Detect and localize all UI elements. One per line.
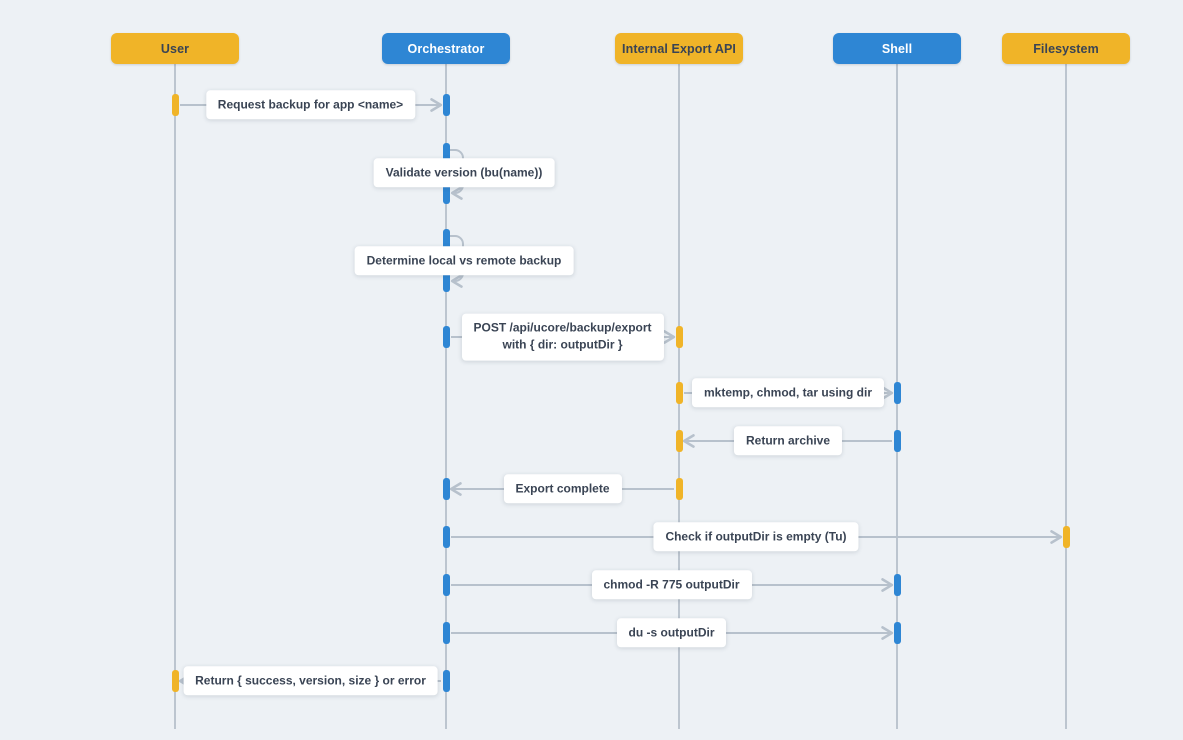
message-label: Request backup for app <name>	[205, 90, 416, 120]
message-label: Validate version (bu(name))	[373, 158, 555, 188]
message-label: chmod -R 775 outputDir	[591, 570, 752, 600]
activation-bar-orchestrator-end	[442, 182, 450, 204]
message-label: Export complete	[503, 474, 622, 504]
activation-bar-shell-dst	[893, 574, 901, 596]
actor-user: User	[111, 33, 239, 64]
activation-bar-orchestrator-start	[442, 229, 450, 251]
message-label: Determine local vs remote backup	[354, 246, 574, 276]
activation-bar-orchestrator-dst	[442, 478, 450, 500]
activation-bar-orchestrator-src	[442, 526, 450, 548]
message-label: du -s outputDir	[616, 618, 727, 648]
message-label: Return archive	[733, 426, 843, 456]
activation-bar-api-dst	[675, 430, 683, 452]
activation-bar-orchestrator-src	[442, 670, 450, 692]
actor-shell: Shell	[833, 33, 961, 64]
activation-bar-orchestrator-start	[442, 143, 450, 165]
activation-bar-shell-src	[893, 430, 901, 452]
message-label: Check if outputDir is empty (Tu)	[653, 522, 859, 552]
activation-bar-user-src	[171, 94, 179, 116]
actor-api: Internal Export API	[615, 33, 743, 64]
activation-bar-shell-dst	[893, 382, 901, 404]
activation-bar-api-src	[675, 382, 683, 404]
activation-bar-api-src	[675, 478, 683, 500]
message-label: Return { success, version, size } or err…	[183, 666, 438, 696]
message-label: mktemp, chmod, tar using dir	[691, 378, 885, 408]
message-label: POST /api/ucore/backup/export with { dir…	[461, 313, 664, 361]
activation-bar-user-dst	[171, 670, 179, 692]
activation-bar-orchestrator-dst	[442, 94, 450, 116]
lifeline-filesystem	[1065, 64, 1067, 729]
activation-bar-orchestrator-end	[442, 270, 450, 292]
lifeline-orchestrator	[445, 64, 447, 729]
actor-orchestrator: Orchestrator	[382, 33, 510, 64]
actor-filesystem: Filesystem	[1002, 33, 1130, 64]
lifeline-user	[174, 64, 176, 729]
activation-bar-filesystem-dst	[1062, 526, 1070, 548]
activation-bar-shell-dst	[893, 622, 901, 644]
activation-bar-orchestrator-src	[442, 574, 450, 596]
activation-bar-api-dst	[675, 326, 683, 348]
activation-bar-orchestrator-src	[442, 622, 450, 644]
activation-bar-orchestrator-src	[442, 326, 450, 348]
